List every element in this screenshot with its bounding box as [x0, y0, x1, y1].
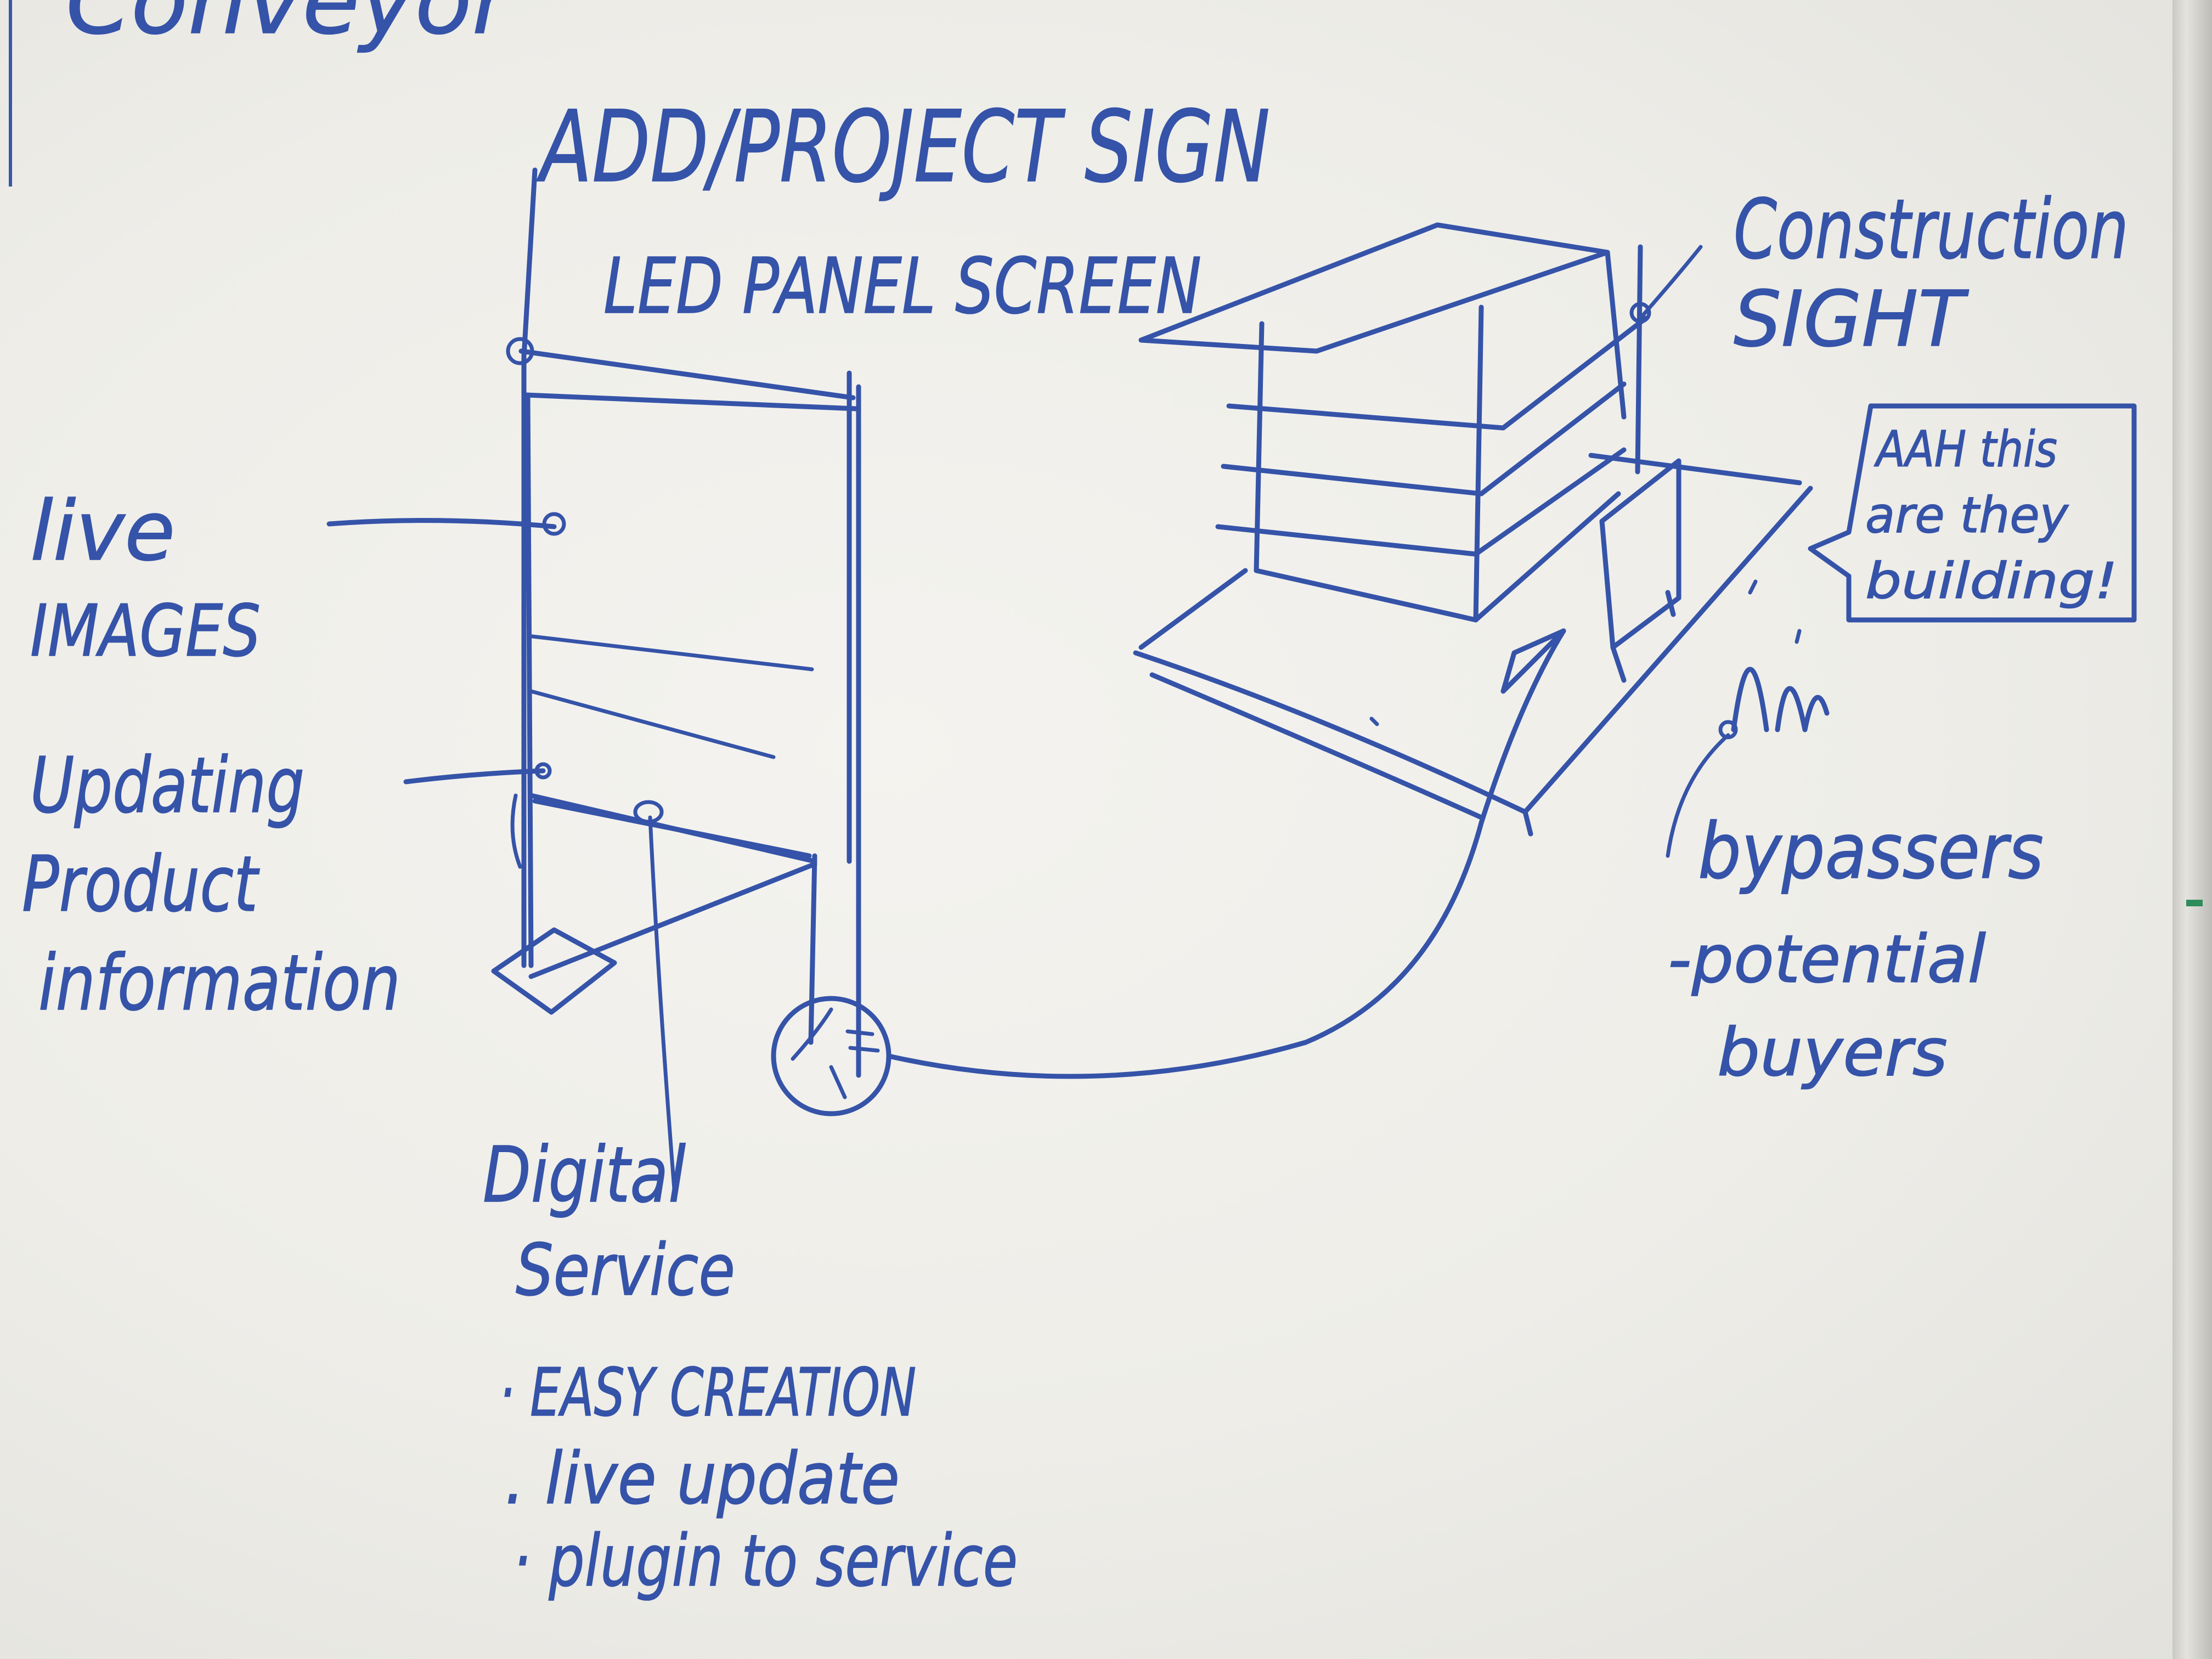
- bypassers-label-2: -potential: [1668, 922, 1986, 998]
- bypassers-label-3: buyers: [1717, 1015, 1948, 1091]
- pointer-live-images: [326, 518, 557, 529]
- sign-title: ADD/PROJECT SIGN: [536, 90, 1270, 205]
- whiteboard-frame: [2172, 0, 2212, 1659]
- led-panel-sign: [491, 167, 861, 1198]
- construction-label-2: SIGHT: [1734, 275, 1969, 364]
- connection-cable: [886, 628, 1566, 1079]
- digital-service-bullet-2: . live update: [505, 1437, 900, 1520]
- pointer-updating-info: [403, 768, 546, 785]
- plug-connector: [771, 996, 891, 1116]
- marker-speck: [2186, 900, 2203, 906]
- speech-bubble: [1808, 403, 2137, 623]
- digital-service-bullet-1: · EASY CREATION: [499, 1355, 916, 1431]
- label-updating: Updating: [30, 741, 304, 831]
- bubble-line-2: are they: [1865, 487, 2069, 544]
- label-information: information: [38, 939, 400, 1028]
- bubble-line-1: AAH this: [1874, 421, 2057, 478]
- digital-service-bullet-3: · plugin to service: [513, 1519, 1018, 1602]
- pointer-construction: [1638, 245, 1703, 320]
- sign-subtitle: LED PANEL SCREEN: [603, 242, 1201, 331]
- label-product: Product: [22, 840, 260, 929]
- construction-building: [1133, 222, 1813, 837]
- site-sign-board: [1599, 244, 1681, 683]
- cable-arrowhead: [1500, 628, 1566, 694]
- digital-service-title-2: Service: [516, 1228, 735, 1312]
- bypassers-figures: [1666, 579, 1830, 858]
- top-cut-text: Conveyor: [66, 0, 515, 55]
- label-live: live: [30, 484, 175, 579]
- left-box-edge: [0, 0, 12, 187]
- construction-label-1: Construction: [1734, 182, 2129, 278]
- digital-service-title-1: Digital: [483, 1131, 686, 1220]
- bubble-line-3: building!: [1865, 552, 2118, 610]
- label-images: IMAGES: [30, 589, 261, 673]
- bypassers-label-1: bypassers: [1698, 807, 2044, 896]
